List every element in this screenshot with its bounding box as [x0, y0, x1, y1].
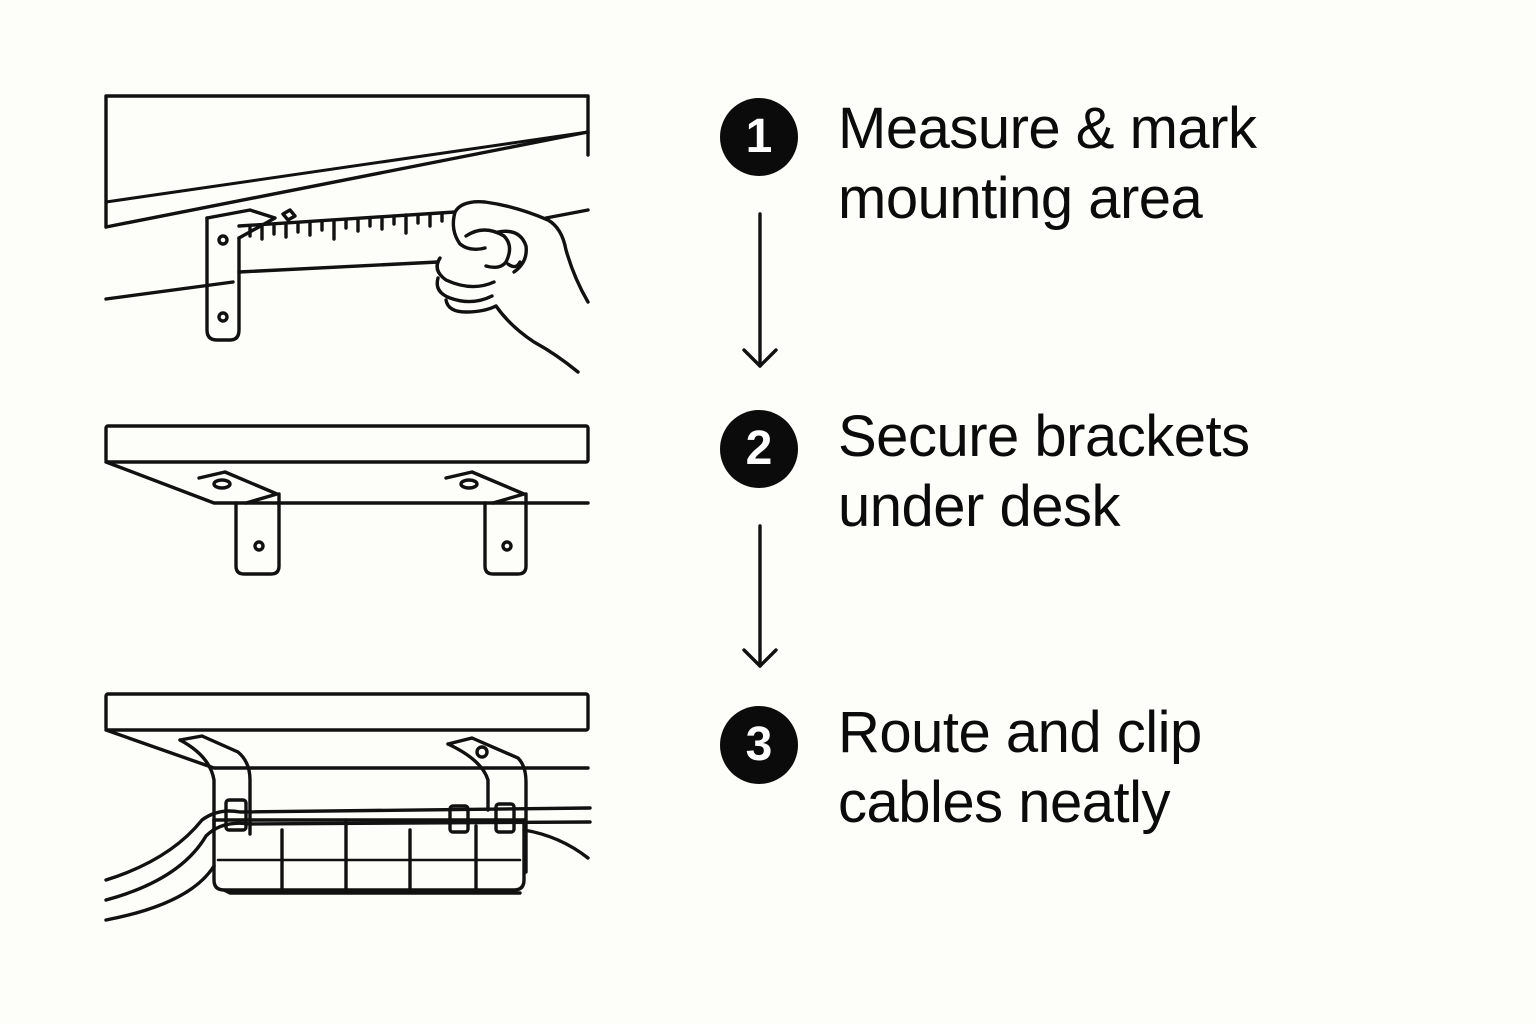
- step-1-line-2: mounting area: [838, 166, 1203, 231]
- step-2-line-2: under desk: [838, 474, 1120, 539]
- step-3-label: Route and clip cables neatly: [838, 698, 1458, 838]
- step-1-line-1: Measure & mark: [838, 96, 1257, 161]
- step-2-line-1: Secure brackets: [838, 404, 1250, 469]
- step-3-line-2: cables neatly: [838, 770, 1171, 835]
- step-3-line-1: Route and clip: [838, 700, 1202, 765]
- step-2-label: Secure brackets under desk: [838, 402, 1458, 542]
- step-3-badge: 3: [720, 706, 798, 784]
- step-2-badge: 2: [720, 410, 798, 488]
- step-1-label: Measure & mark mounting area: [838, 94, 1458, 234]
- step-1-badge: 1: [720, 98, 798, 176]
- down-arrow-icon: [742, 212, 778, 368]
- down-arrow-icon: [742, 524, 778, 668]
